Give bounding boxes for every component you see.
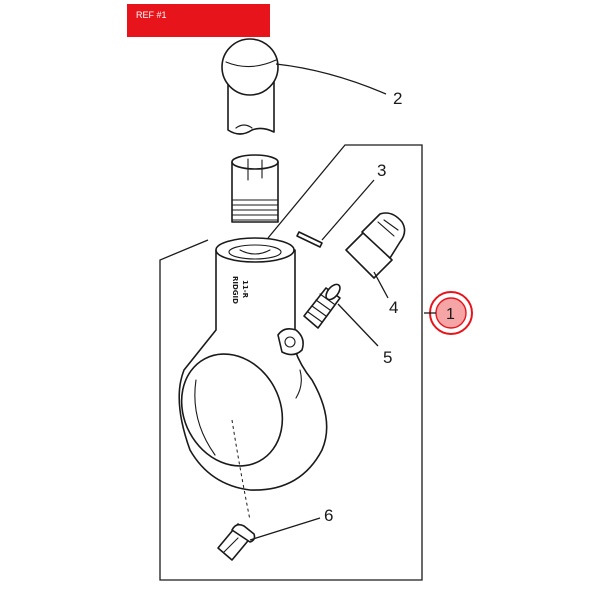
part-3-pin[interactable]: [296, 231, 323, 248]
part-2-handle-tube[interactable]: [221, 38, 279, 135]
selected-part-number: 1: [446, 306, 455, 323]
selected-part-badge[interactable]: 1: [424, 291, 473, 335]
part-4-knob[interactable]: [345, 212, 406, 279]
leader-2: [275, 63, 387, 95]
callout-3: 3: [377, 161, 386, 180]
leader-6: [249, 517, 321, 541]
ref-banner: REF #1: [127, 4, 270, 37]
threaded-adapter[interactable]: [231, 154, 279, 223]
leader-4: [373, 271, 389, 299]
model-marking: 11-R: [241, 280, 249, 299]
ratchet-body[interactable]: [162, 237, 328, 521]
leader-3: [321, 179, 375, 241]
callout-5: 5: [383, 348, 392, 367]
part-5-spring[interactable]: [303, 282, 343, 329]
brand-marking: RIDGID: [231, 276, 239, 304]
part-6-screw[interactable]: [217, 523, 256, 561]
callout-2: 2: [393, 89, 402, 108]
body-markings: RIDGID 11-R: [231, 276, 249, 304]
part-1-group-frame: [159, 144, 423, 581]
callout-6: 6: [324, 506, 333, 525]
pawl-boss[interactable]: [277, 328, 304, 356]
ref-label: REF #1: [136, 10, 167, 20]
leader-5: [337, 303, 379, 347]
callout-4: 4: [389, 298, 398, 317]
